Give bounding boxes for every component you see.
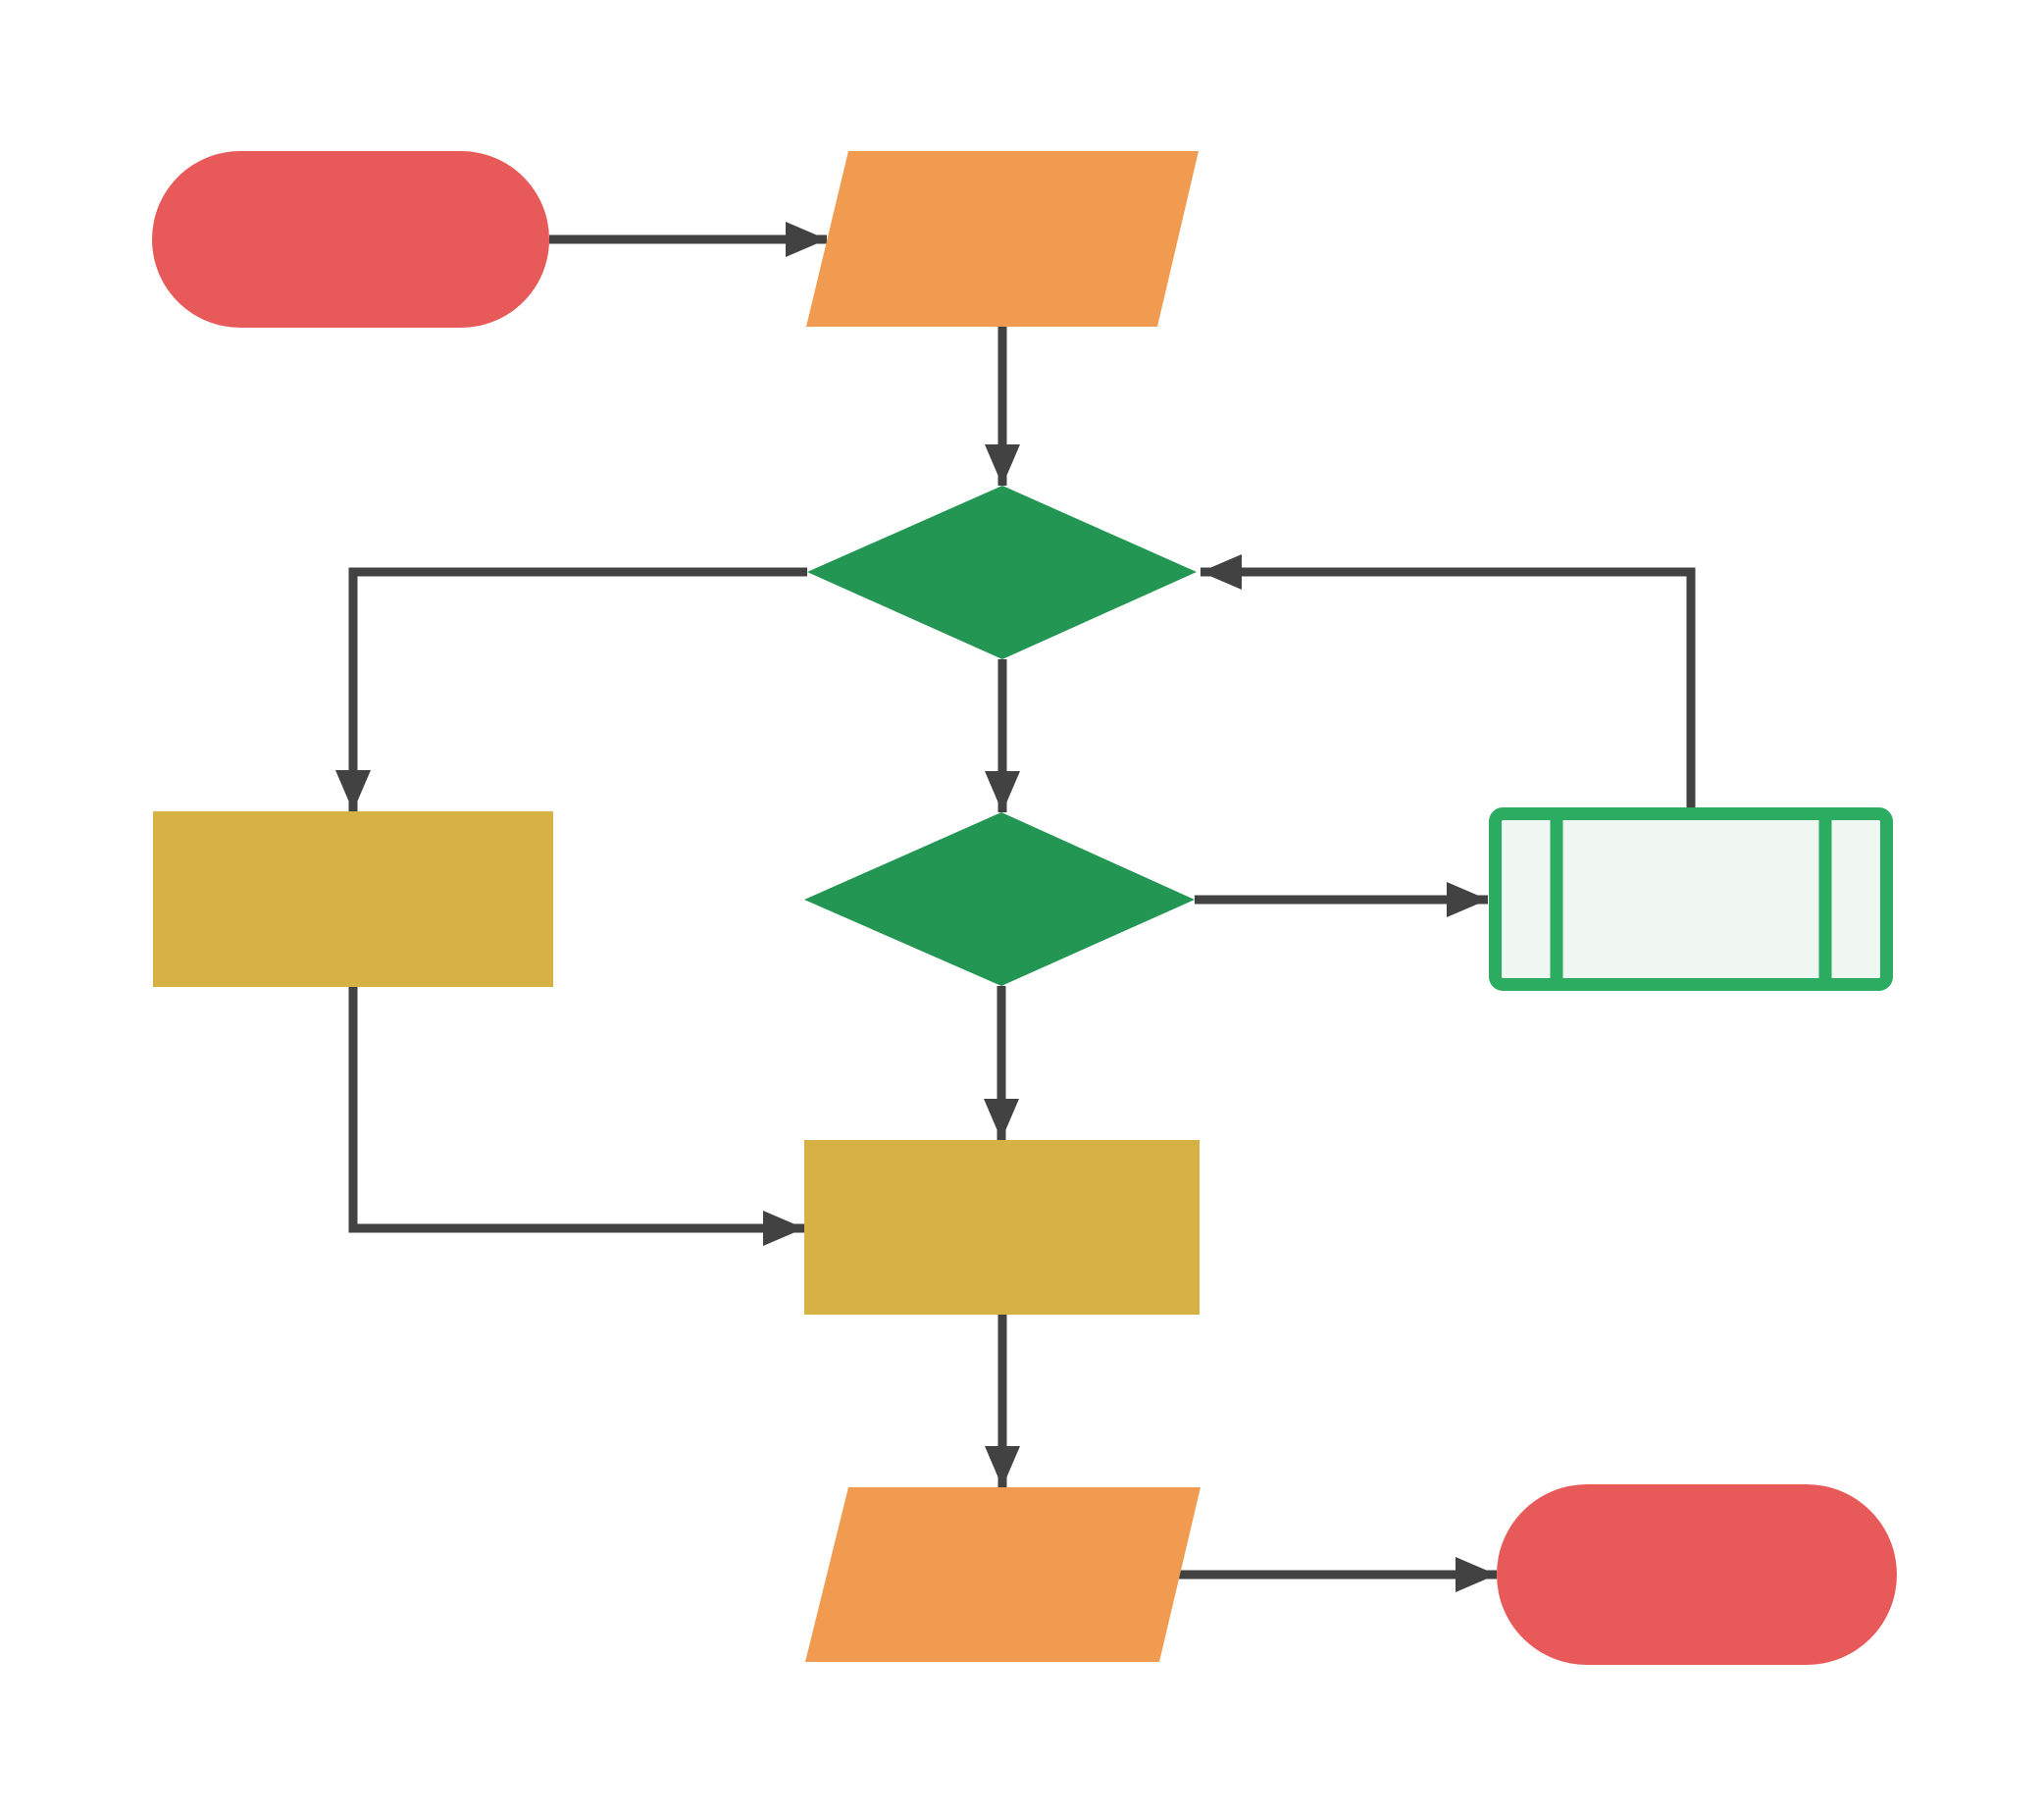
node-process-left-rect [153, 811, 553, 987]
node-io-top-parallelogram [806, 151, 1199, 327]
edge-layer [335, 222, 1696, 1592]
node-decision-top-diamond [807, 486, 1197, 659]
node-io-bottom-parallelogram [805, 1487, 1201, 1662]
node-layer [152, 151, 1897, 1665]
edge-decision-top-to-process-left [335, 567, 807, 811]
edge-subroutine-to-decision-top [1201, 554, 1696, 813]
edge-process-left-to-process-center [348, 987, 804, 1246]
node-end-terminator [1497, 1484, 1897, 1665]
node-start-terminator [152, 151, 549, 328]
node-subroutine-predefined-process [1489, 807, 1893, 991]
subroutine-outline [1489, 807, 1893, 991]
node-decision-mid-diamond [804, 812, 1195, 986]
node-process-center-rect [804, 1140, 1200, 1315]
